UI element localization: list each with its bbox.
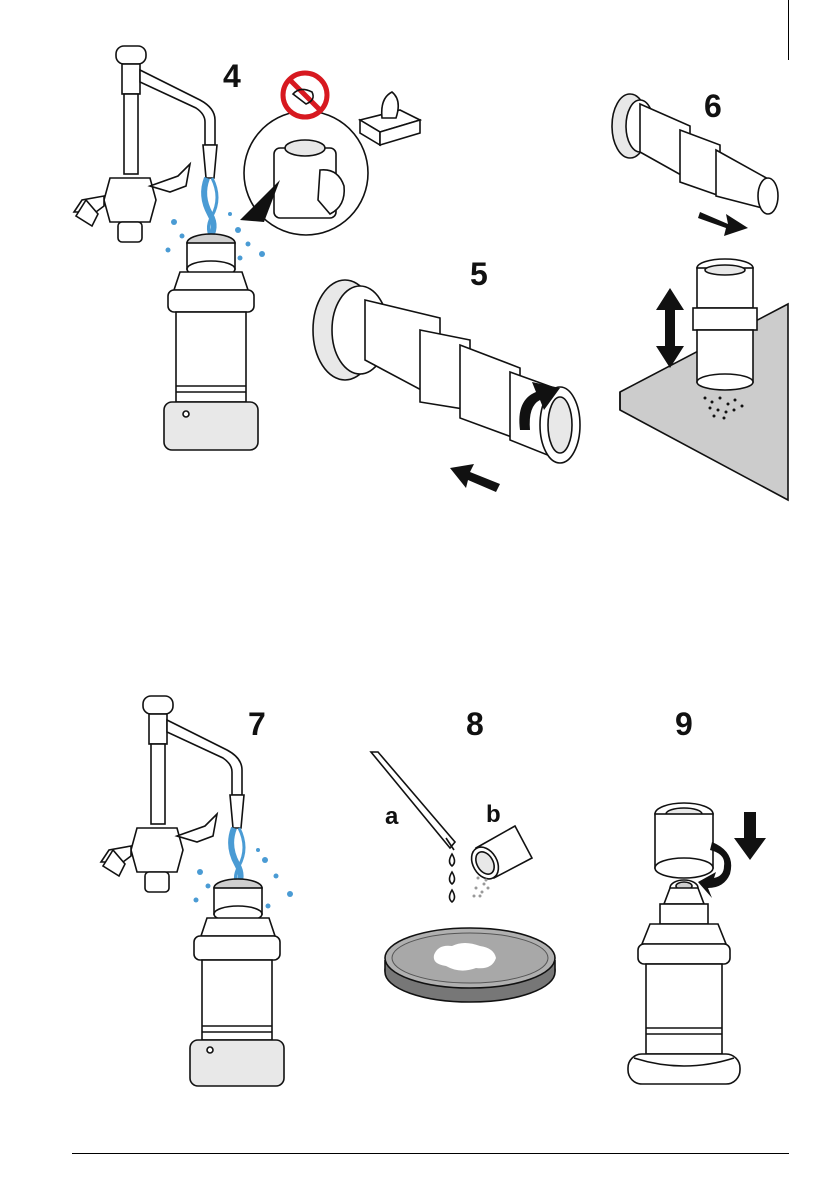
down-arrow	[734, 812, 766, 860]
sleeve-cap	[655, 803, 713, 878]
footer-rule	[72, 1153, 789, 1154]
electrode-body	[628, 880, 740, 1084]
